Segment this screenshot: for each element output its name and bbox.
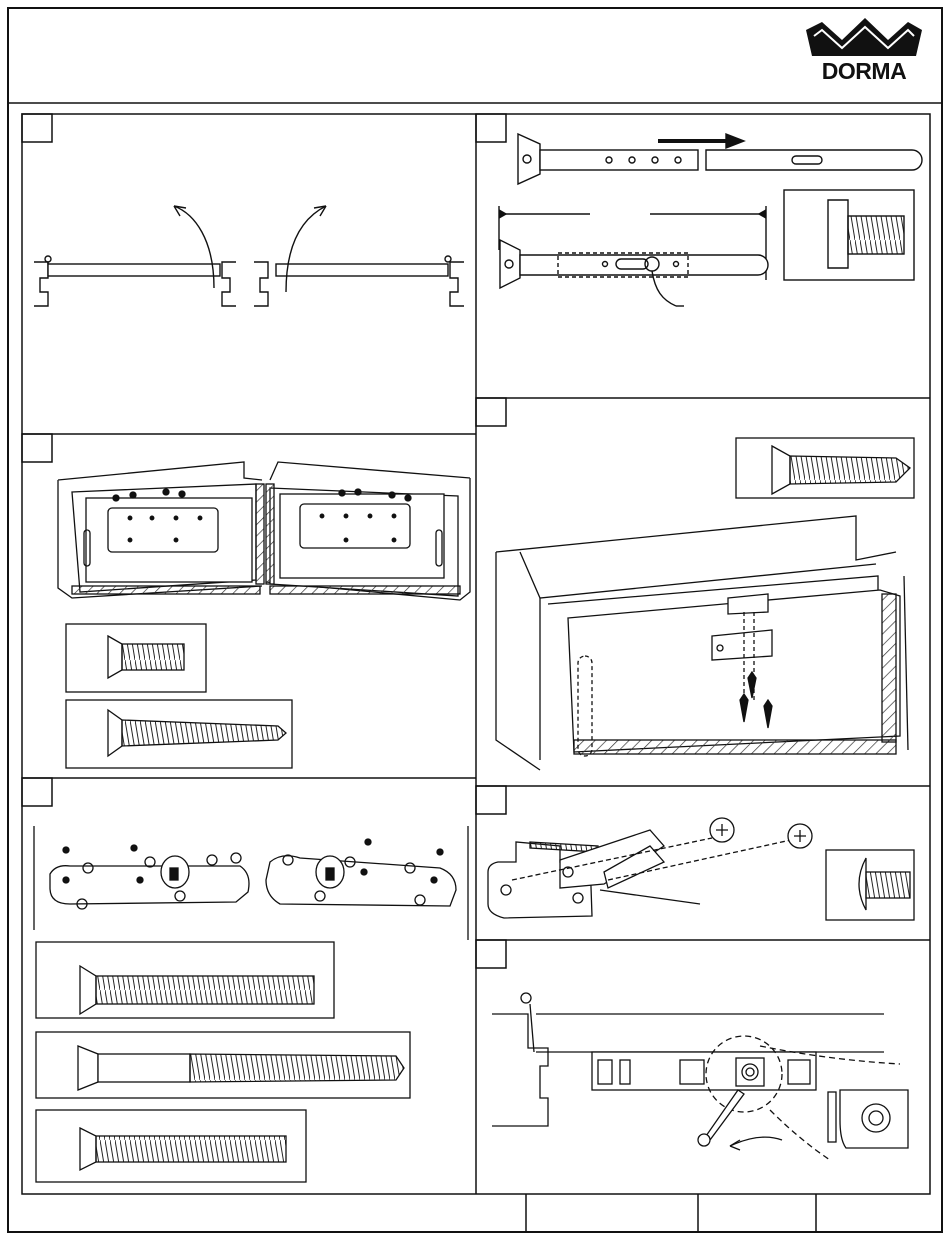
title-block xyxy=(526,1194,816,1232)
arm-connection-diagram xyxy=(488,818,914,920)
adjustment-diagram xyxy=(492,993,908,1160)
closer-body-screws-diagram xyxy=(34,826,468,1182)
frame-mounting-diagram xyxy=(58,462,470,768)
arm-assembly-diagram xyxy=(499,134,922,306)
dorma-crown-logo-icon: DORMA xyxy=(806,18,922,84)
brand-name: DORMA xyxy=(822,58,906,84)
door-swing-diagram xyxy=(34,206,464,306)
bracket-mounting-diagram xyxy=(496,438,914,770)
